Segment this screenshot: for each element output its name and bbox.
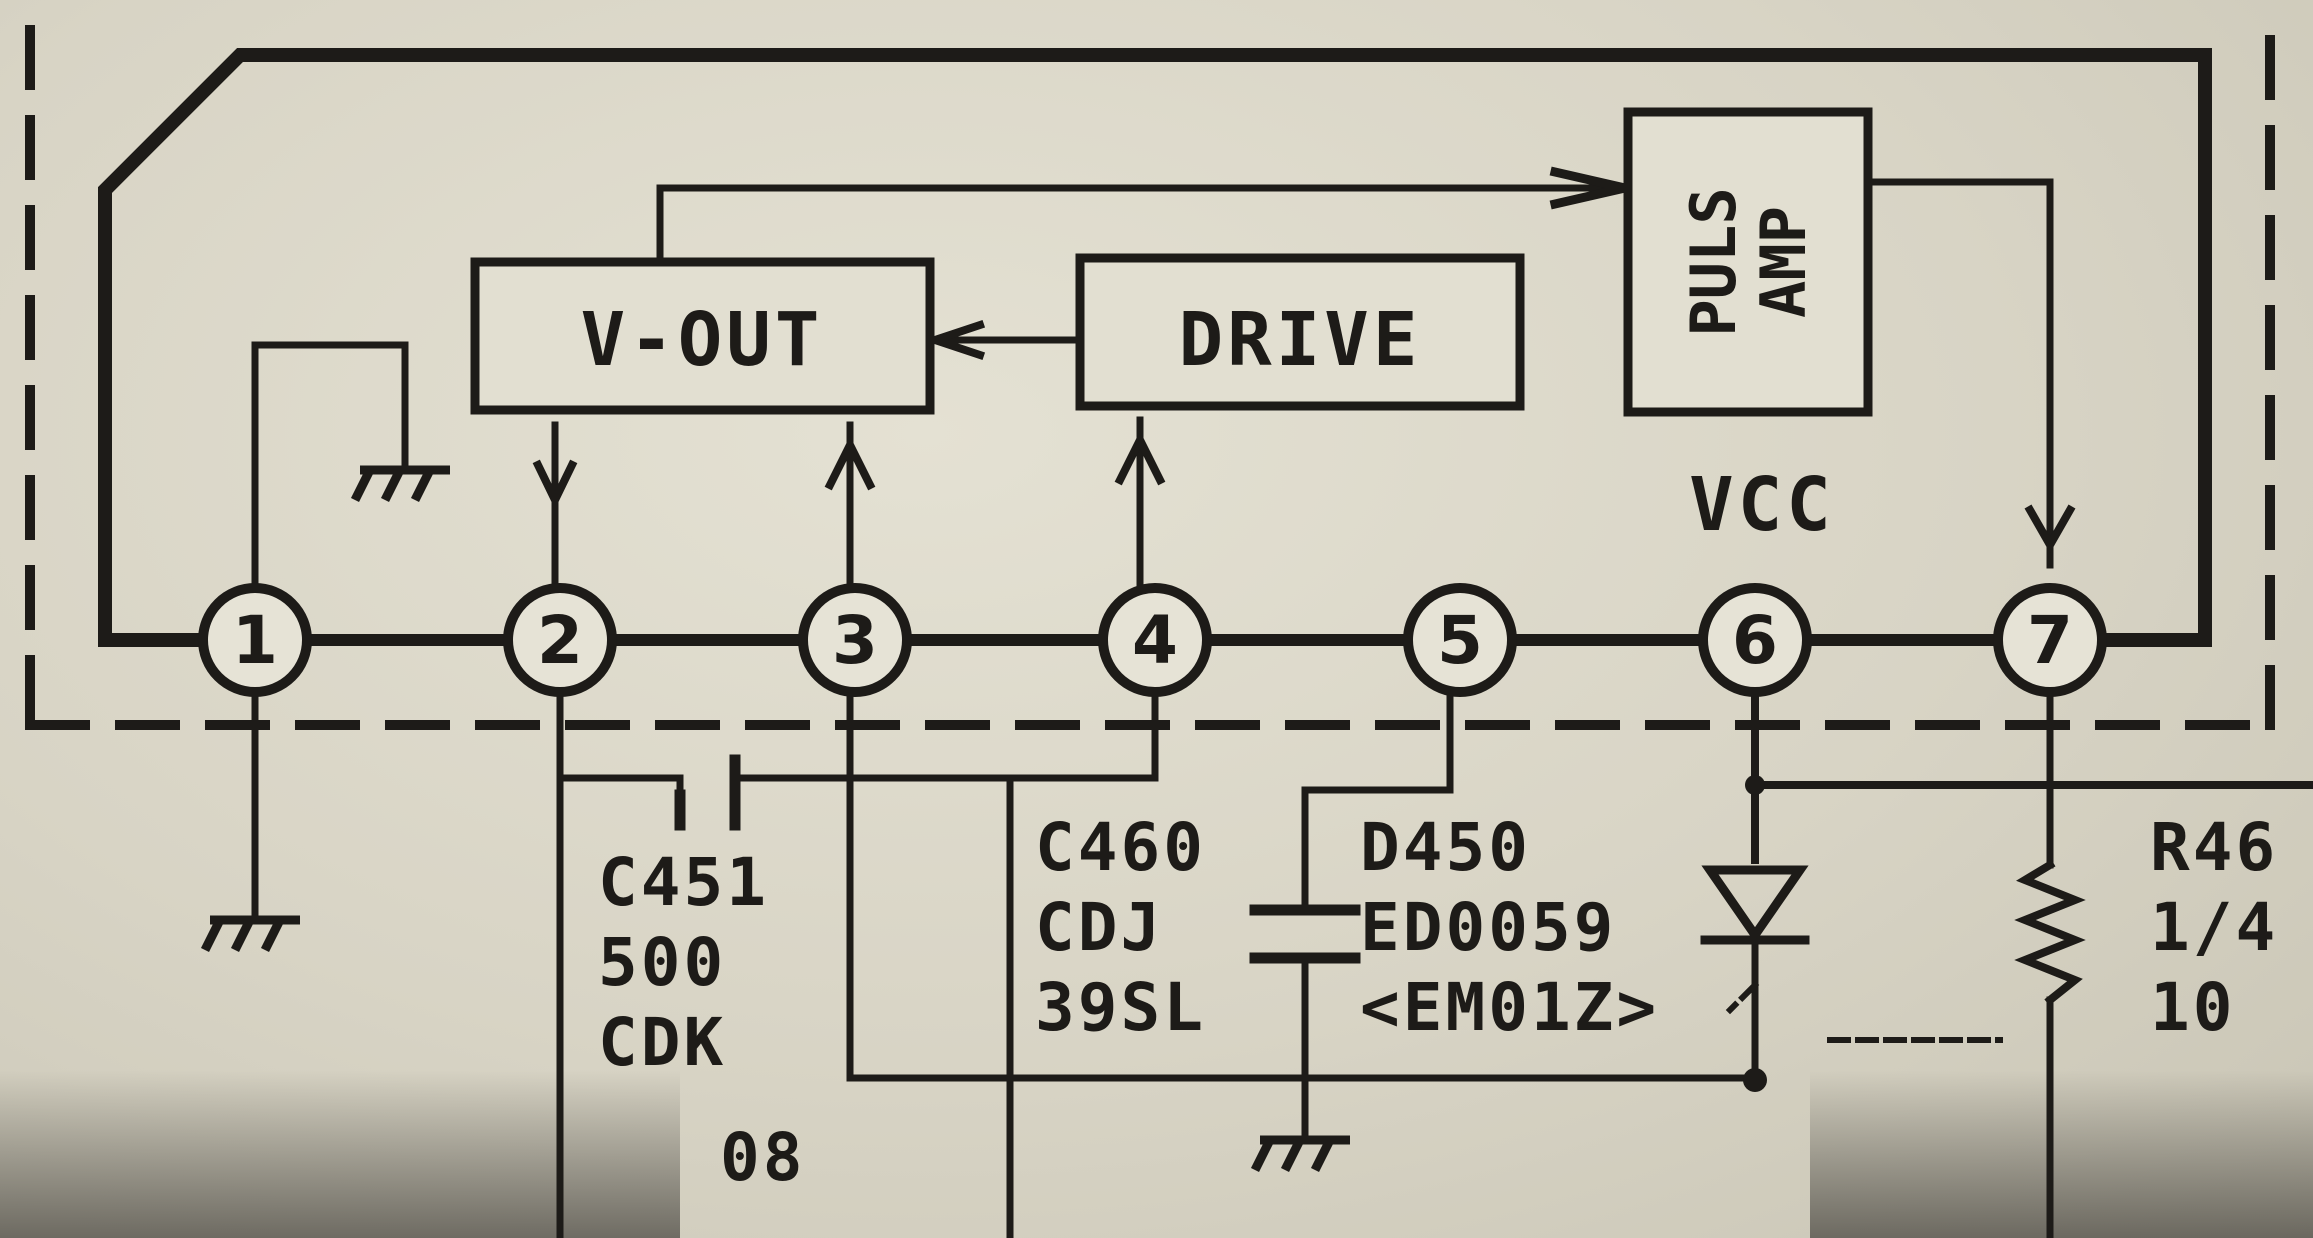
c460-plates <box>1249 904 1361 964</box>
d450-line: ED0059 <box>1360 889 1616 966</box>
pin1-ground-wire <box>251 341 409 594</box>
drive-label: DRIVE <box>1179 297 1422 383</box>
c451-label-group: C451 500 CDK 08 <box>598 844 805 1196</box>
pin3-arrow <box>824 436 876 491</box>
pin-1-number: 1 <box>232 602 278 679</box>
d450-label-group: D450 ED0059 <EM01Z> <box>1360 809 1659 1046</box>
vout-to-pulsamp-wire <box>656 184 1629 266</box>
pin2-arrow <box>532 459 578 510</box>
puls-amp-label-line1: PULS <box>1677 187 1750 336</box>
drive-block <box>1075 253 1525 411</box>
bottom-shadow <box>1810 1070 2313 1238</box>
bottom-shadow <box>0 1070 680 1238</box>
pulsamp-to-pin7-wire <box>1866 178 2054 569</box>
c460-label-group: C460 CDJ 39SL <box>1035 809 1206 1046</box>
pin5-down-wire <box>1301 686 1454 909</box>
r46-line: 1/4 <box>2150 889 2278 966</box>
pin-3-circle <box>798 583 912 697</box>
d450-diode <box>1700 865 1810 945</box>
puls-amp-label-line2: AMP <box>1747 206 1820 318</box>
pin-5-number: 5 <box>1437 602 1483 679</box>
r46-label-group: R46 1/4 10 <box>2150 809 2278 1046</box>
pin3-down-wire <box>846 686 1759 1082</box>
ground-symbol-pin1 <box>200 915 300 953</box>
v-out-label: V-OUT <box>581 297 824 383</box>
c451-right-wire <box>731 686 1159 782</box>
feedback-loop-wire <box>98 48 2212 647</box>
c460-line: CDJ <box>1035 889 1163 966</box>
junction-dot <box>1745 775 1765 795</box>
r46-line: 10 <box>2150 969 2235 1046</box>
c451-line: 08 <box>720 1119 805 1196</box>
pin7-input-arrow <box>2024 504 2076 554</box>
pin-5-circle <box>1403 583 1517 697</box>
c451-line: 500 <box>598 924 726 1001</box>
d450-pointer <box>1725 980 2003 1043</box>
vcc-label: VCC <box>1689 462 1835 548</box>
pin-6-number: 6 <box>1732 602 1778 679</box>
v-out-block <box>470 257 935 415</box>
pin-2-number: 2 <box>537 602 583 679</box>
pin-3-number: 3 <box>832 602 878 679</box>
r46-resistor <box>2014 859 2086 1006</box>
d450-line: D450 <box>1360 809 1531 886</box>
ic-boundary <box>25 25 2275 730</box>
c451-plates <box>674 754 741 831</box>
c451-line: CDK <box>598 1004 726 1081</box>
c460-line: 39SL <box>1035 969 1206 1046</box>
pin-6-circle <box>1698 583 1812 697</box>
vout-input-arrow <box>922 319 986 361</box>
junction-dot <box>1743 1068 1767 1092</box>
puls-amp-block <box>1623 107 1873 417</box>
pin-7-circle <box>1993 583 2107 697</box>
ground-symbol-top <box>350 465 450 503</box>
pin-2-circle <box>503 583 617 697</box>
ground-symbol-c460 <box>1250 1135 1350 1173</box>
r46-line: R46 <box>2150 809 2278 886</box>
pin-4-circle <box>1098 583 1212 697</box>
pin-4-number: 4 <box>1132 602 1178 679</box>
d450-line: <EM01Z> <box>1360 969 1659 1046</box>
c451-line: C451 <box>598 844 769 921</box>
pin-1-circle <box>198 583 312 697</box>
pin-7-number: 7 <box>2027 602 2073 679</box>
c460-line: C460 <box>1035 809 1206 886</box>
pin4-arrow <box>1114 431 1166 486</box>
